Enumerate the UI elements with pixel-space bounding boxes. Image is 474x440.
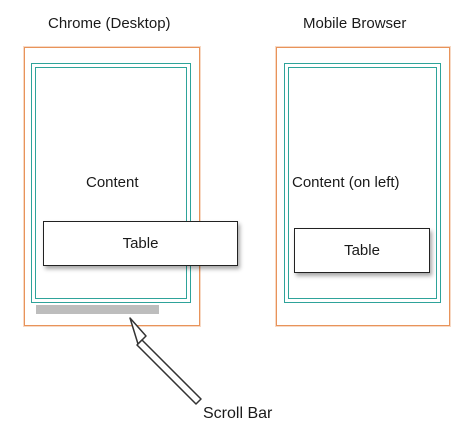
mobile-title: Mobile Browser [303,15,407,32]
arrow-head [129,317,147,345]
desktop-content-label: Content [86,174,139,191]
desktop-content-inner-frame [35,67,187,299]
desktop-table: Table [43,221,238,266]
desktop-title: Chrome (Desktop) [48,15,171,32]
desktop-scrollbar [36,305,159,314]
desktop-content-outer-frame [31,63,191,303]
mobile-table: Table [294,228,430,273]
scroll-bar-label: Scroll Bar [203,405,273,422]
desktop-browser-frame [24,47,200,326]
mobile-content-label: Content (on left) [292,174,400,191]
arrow-shaft [136,339,202,405]
desktop-table-label: Table [122,235,159,252]
mobile-content-inner-frame [288,67,437,299]
mobile-table-label: Table [344,242,380,259]
mobile-browser-frame [276,47,450,326]
mobile-content-outer-frame [284,63,441,303]
